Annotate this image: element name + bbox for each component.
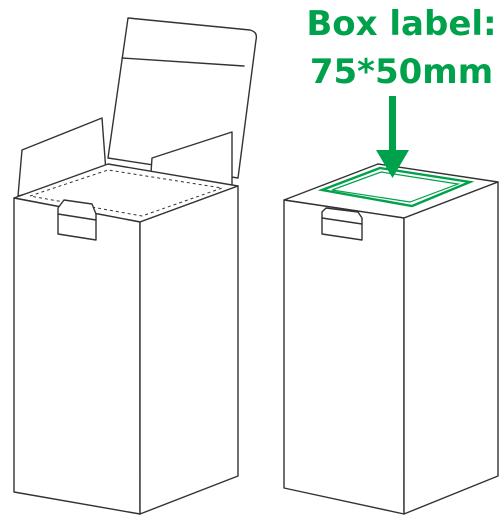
open-box-icon — [13, 17, 258, 515]
arrow-shaft — [389, 96, 396, 152]
box-label-title: Box label: — [306, 4, 497, 44]
open-box-tab — [57, 199, 97, 241]
open-box-front-face — [13, 197, 141, 515]
box-label-area — [317, 166, 475, 208]
box-label-outline — [317, 166, 475, 208]
open-box-side-face — [139, 185, 239, 515]
down-arrow-icon — [376, 96, 409, 178]
closed-box-front-face — [283, 199, 405, 515]
closed-box-tab — [321, 207, 363, 241]
closed-box-side-face — [403, 181, 499, 515]
box-label-size: 75*50mm — [309, 52, 494, 92]
closed-box-icon — [283, 163, 499, 515]
arrow-head — [376, 150, 409, 178]
